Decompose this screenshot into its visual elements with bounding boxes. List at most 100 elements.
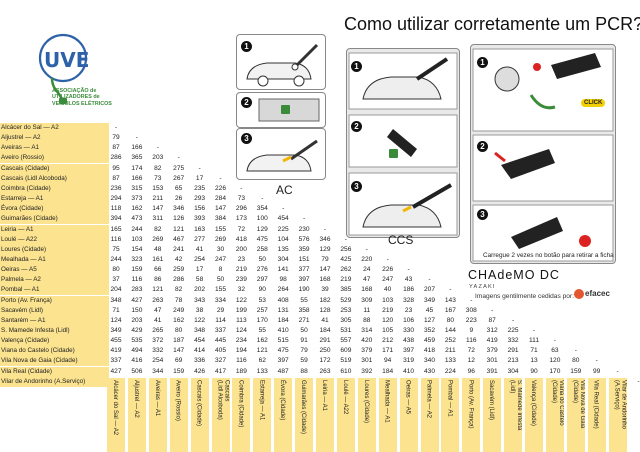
table-cell: 103 — [131, 235, 143, 243]
table-cell: 50 — [216, 276, 225, 284]
table-cell: 161 — [152, 255, 164, 263]
table-cell: 236 — [110, 184, 122, 192]
table-cell: 410 — [403, 367, 415, 375]
table-cell: 336 — [194, 357, 206, 365]
table-cell: 263 — [152, 296, 164, 304]
column-label-text: S. Mamede Infesta (Lidl) — [509, 380, 523, 431]
table-cell: 200 — [235, 245, 247, 253]
table-cell: 337 — [214, 327, 226, 334]
table-cell: 80 — [112, 266, 120, 274]
table-cell: 284 — [214, 195, 226, 203]
table-row-label: Porto (Av. França) — [0, 295, 109, 306]
table-row-label: Santarém — A1 — [0, 315, 109, 326]
table-cell: 225 — [277, 225, 289, 233]
table-column-label: Aveiras — A1 — [148, 378, 167, 452]
table-row-label: Vilar de Andorinho (A.Serviço) — [0, 376, 109, 387]
table-cell: 144 — [444, 327, 456, 334]
column-label-text: Guimarães (Cidade) — [300, 380, 307, 435]
table-cell: 156 — [194, 205, 206, 213]
table-cell: 141 — [277, 266, 289, 274]
table-cell: 72 — [467, 347, 475, 355]
table-cell: 328 — [403, 296, 415, 304]
table-cell: 71 — [112, 306, 120, 314]
table-cell: - — [282, 205, 285, 213]
table-cell: 173 — [235, 215, 247, 223]
table-cell: 80 — [175, 327, 183, 334]
table-cell: 277 — [194, 235, 206, 243]
table-cell: 271 — [298, 316, 310, 324]
table-cell: 121 — [256, 347, 268, 355]
table-cell: 53 — [258, 296, 266, 304]
efacec-logo-icon — [574, 289, 584, 299]
column-label-text: Coimbra (Cidade) — [237, 380, 244, 428]
table-cell: 63 — [551, 347, 559, 355]
image-credit: Imagens gentilmente cedidas por: — [475, 293, 574, 300]
table-cell: 314 — [361, 327, 373, 334]
column-label-text: Vila Nova de Gaia (Cidade) — [571, 380, 585, 429]
table-cell: 418 — [235, 235, 247, 243]
table-row-label: Vila Real (Cidade) — [0, 366, 109, 377]
table-column-label: Loulé — A22 — [336, 378, 355, 452]
table-cell: 59 — [300, 357, 308, 365]
table-cell: 373 — [131, 195, 143, 203]
table-cell: 94 — [384, 357, 392, 365]
table-cell: 348 — [194, 327, 206, 334]
table-cell: 219 — [235, 266, 247, 274]
table-cell: 73 — [154, 174, 162, 182]
table-cell: 114 — [215, 316, 226, 324]
table-cell: 291 — [319, 337, 331, 345]
table-cell: 168 — [319, 276, 331, 284]
table-cell: 226 — [382, 266, 394, 274]
table-cell: 610 — [340, 367, 352, 375]
table-cell: 126 — [173, 215, 185, 223]
table-cell: - — [407, 266, 410, 274]
table-cell: 106 — [403, 316, 415, 324]
table-cell: 262 — [340, 266, 352, 274]
table-cell: - — [470, 296, 473, 304]
table-cell: 170 — [256, 316, 268, 324]
table-cell: 529 — [340, 296, 352, 304]
table-cell: 346 — [319, 235, 331, 243]
table-cell: 82 — [154, 164, 162, 172]
table-cell: 26 — [175, 195, 183, 203]
table-cell: 234 — [235, 337, 247, 345]
table-cell: - — [553, 337, 556, 345]
table-cell: 154 — [131, 245, 143, 253]
table-cell: 143 — [444, 296, 456, 304]
table-cell: 87 — [488, 316, 496, 324]
table-cell: 414 — [194, 347, 206, 355]
table-cell: 286 — [110, 154, 122, 162]
table-cell: 416 — [131, 357, 143, 365]
table-cell: 265 — [152, 327, 164, 334]
table-column-label: Mealhada — A1 — [378, 378, 397, 452]
table-cell: 100 — [256, 215, 268, 223]
table-cell: 427 — [110, 367, 122, 375]
table-column-label: Aveiro (Rossio) — [169, 378, 188, 452]
table-cell: 247 — [382, 276, 394, 284]
table-cell: 87 — [112, 144, 120, 152]
table-cell: 343 — [194, 296, 206, 304]
table-cell: 129 — [319, 245, 331, 253]
table-cell: - — [135, 134, 138, 142]
table-cell: 244 — [110, 255, 122, 263]
table-cell: 87 — [112, 174, 120, 182]
table-cell: 120 — [549, 357, 561, 365]
ac-unplug-icon — [246, 139, 318, 172]
table-cell: - — [637, 377, 640, 385]
table-cell: 186 — [403, 286, 415, 294]
table-cell: 153 — [152, 184, 164, 192]
table-cell: 220 — [361, 255, 373, 263]
table-cell: 155 — [214, 225, 226, 233]
table-cell: 417 — [214, 367, 226, 375]
table-cell: 147 — [152, 205, 164, 213]
table-cell: 315 — [131, 184, 143, 192]
table-cell: 312 — [486, 327, 498, 334]
table-cell: 41 — [195, 245, 204, 253]
column-label-text: Aveiras — A1 — [153, 380, 160, 417]
table-cell: 297 — [256, 276, 268, 284]
table-cell: 397 — [403, 347, 415, 355]
table-cell: 301 — [361, 357, 373, 365]
table-cell: 166 — [131, 174, 143, 182]
table-cell: 429 — [131, 327, 143, 334]
table-cell: 494 — [131, 347, 143, 355]
